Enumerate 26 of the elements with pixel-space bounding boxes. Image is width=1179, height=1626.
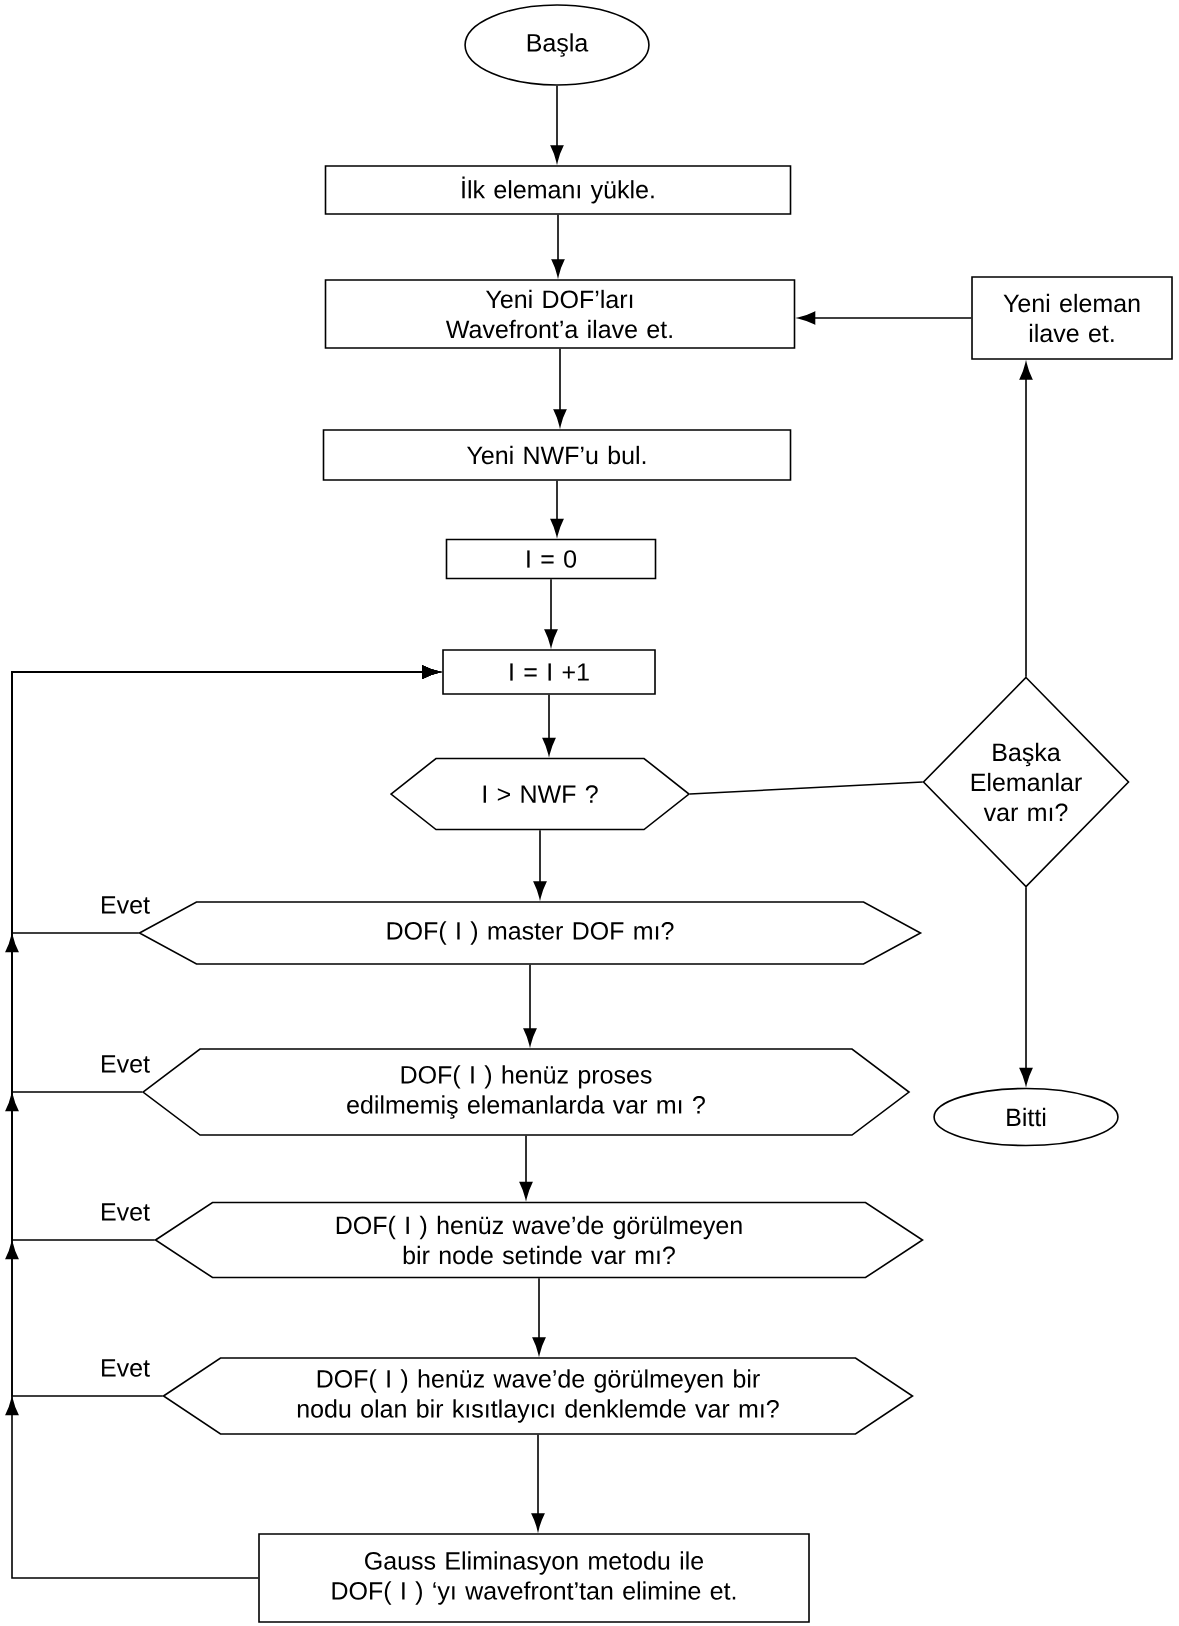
arrow [798,311,972,325]
arrow [550,480,564,536]
arrow [533,829,547,899]
process-box: Yeni NWF’u bul. [322,429,792,481]
decision-hexagon: DOF( I ) henüz wave’de görülmeyen bir nodu olan bir kısıtlayıcı denklemde var mı? [162,1357,914,1435]
arrow [532,1277,546,1355]
process-box: İlk elemanı yükle. [324,165,792,215]
process-box: I = 0 [445,538,657,580]
arrow [551,214,565,277]
arrow [11,665,440,1579]
arrow [531,1434,545,1531]
process-box: Gauss Eliminasyon metodu ile DOF( I ) ‘yı wavefront’tan elimine et. [258,1533,810,1623]
arrow [519,1135,533,1199]
arrow [550,85,564,163]
process-box: I = I +1 [442,649,656,695]
arrow [523,964,537,1046]
edge-label: Evet [99,1202,151,1222]
arrow [544,578,558,647]
arrow [1019,886,1033,1085]
arrow [542,694,556,755]
decision-hexagon: DOF( I ) henüz wave’de görülmeyen bir node setinde var mı? [154,1201,924,1279]
arrow [1019,362,1033,678]
edge-label: Evet [99,1358,151,1378]
process-box: Yeni DOF’ları Wavefront’a ilave et. [324,279,796,349]
arrow [553,348,567,427]
process-box: Yeni eleman ilave et. [971,276,1173,360]
